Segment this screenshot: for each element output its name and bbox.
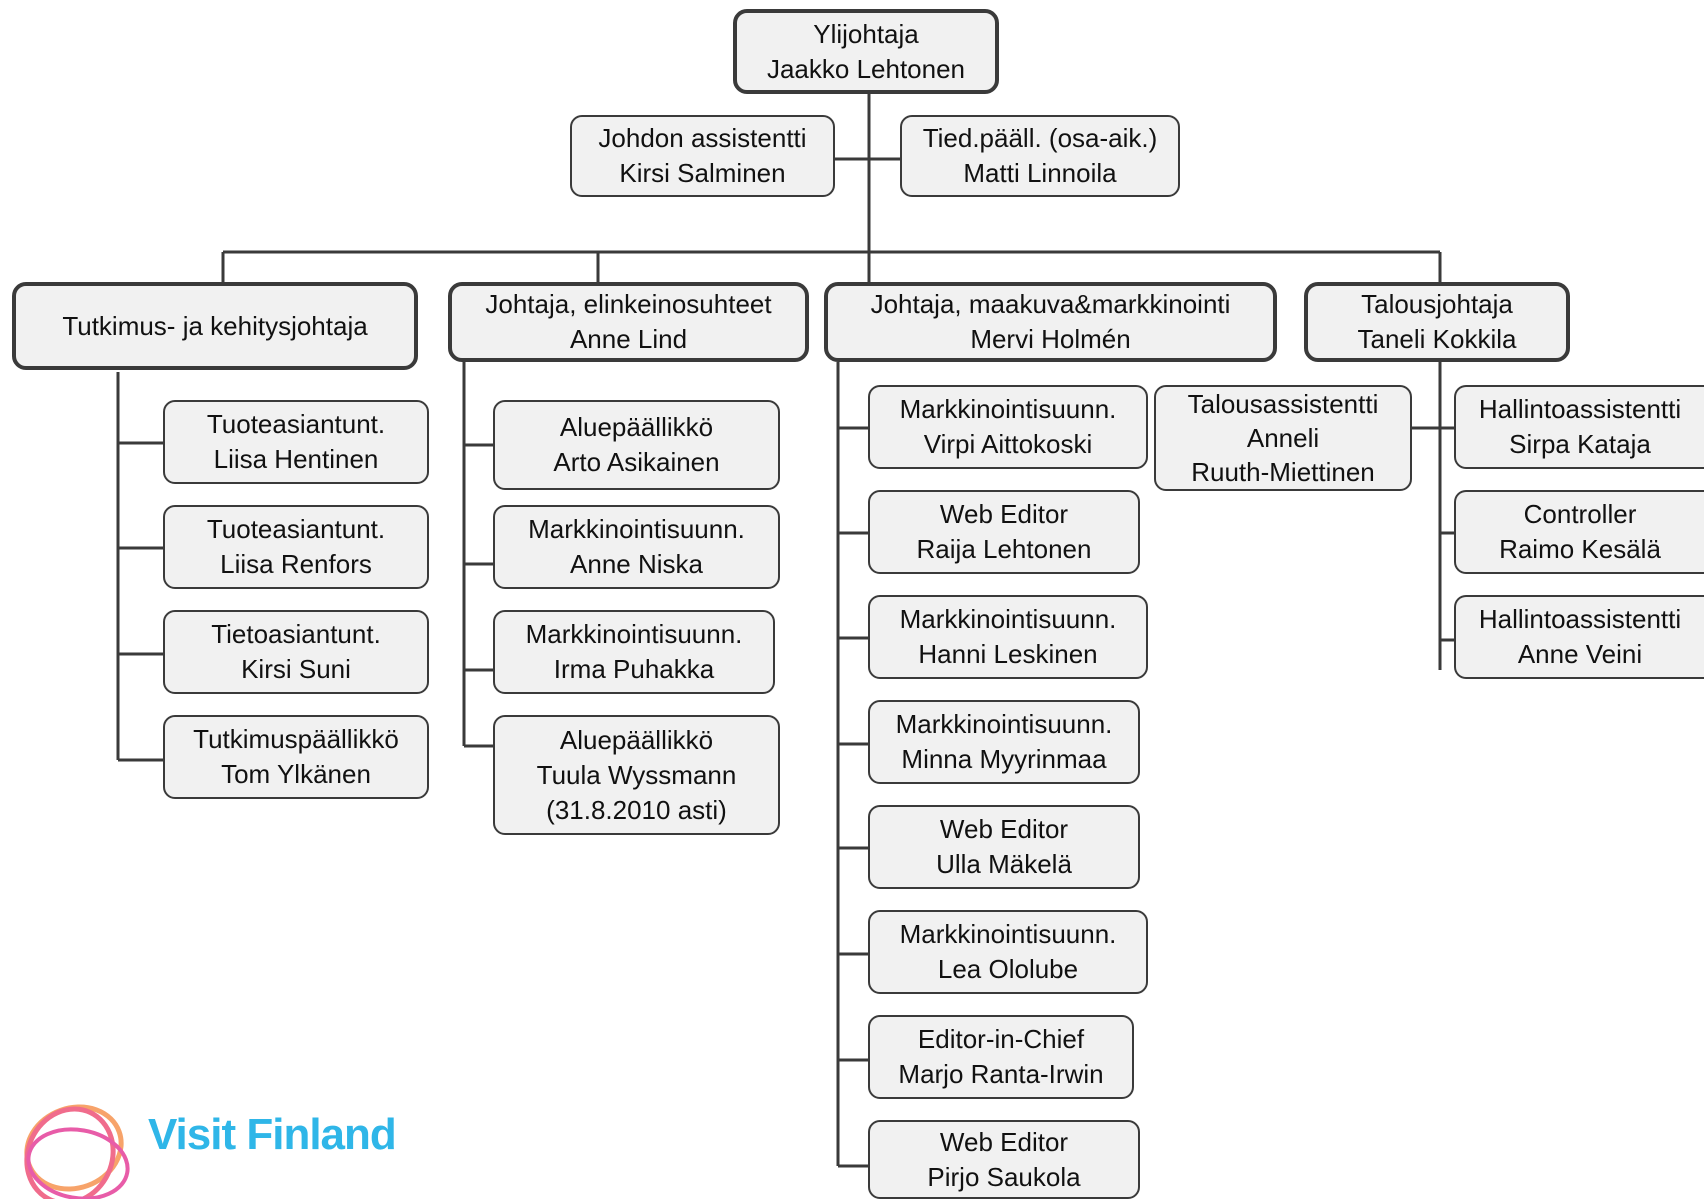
member-box: Markkinointisuunn. Hanni Leskinen (868, 595, 1148, 679)
member-title: Tutkimuspäällikkö (193, 724, 399, 754)
member-box: Tuoteasiantunt. Liisa Renfors (163, 505, 429, 589)
member-title: Web Editor (939, 499, 1069, 529)
department-title: Johtaja, maakuva&markkinointi (870, 289, 1231, 319)
visit-finland-logo: Visit Finland (12, 1078, 397, 1204)
member-name: Minna Myyrinmaa (901, 744, 1107, 774)
department-title: Talousjohtaja (1361, 289, 1513, 319)
director-box: Ylijohtaja Jaakko Lehtonen (733, 9, 999, 94)
member-name: Liisa Hentinen (213, 444, 379, 474)
logo-text: Visit Finland (148, 1110, 397, 1159)
member-box: Web Editor Pirjo Saukola (868, 1120, 1140, 1199)
staff-title: Johdon assistentti (598, 123, 807, 153)
member-name: Hanni Leskinen (918, 639, 1098, 669)
member-title: Tuoteasiantunt. (206, 514, 386, 544)
member-title: Markkinointisuunn. (899, 604, 1117, 634)
department-title: Johtaja, elinkeinosuhteet (485, 289, 772, 319)
member-box: Tietoasiantunt. Kirsi Suni (163, 610, 429, 694)
member-box: Aluepäällikkö Tuula Wyssmann (31.8.2010 … (493, 715, 780, 835)
member-title: Markkinointisuunn. (525, 619, 743, 649)
director-title: Ylijohtaja (813, 18, 919, 49)
member-box: Tutkimuspäällikkö Tom Ylkänen (163, 715, 429, 799)
member-name: Lea Ololube (937, 954, 1079, 984)
member-box: Editor-in-Chief Marjo Ranta-Irwin (868, 1015, 1134, 1099)
member-name: Arto Asikainen (553, 447, 720, 477)
member-name: Kirsi Suni (241, 654, 351, 684)
department-name: Mervi Holmén (970, 324, 1131, 354)
assistant-name-line2: Ruuth-Miettinen (1191, 457, 1375, 487)
member-title: Tuoteasiantunt. (206, 409, 386, 439)
member-title: Web Editor (939, 814, 1069, 844)
assistant-name: Anneli (1246, 423, 1320, 453)
member-name: Pirjo Saukola (927, 1161, 1081, 1192)
assistant-title: Talousassistentti (1187, 389, 1379, 419)
department-name: Anne Lind (569, 324, 688, 354)
member-title: Editor-in-Chief (917, 1024, 1085, 1054)
staff-title: Tied.pääll. (osa-aik.) (922, 123, 1158, 153)
member-note: (31.8.2010 asti) (546, 794, 727, 825)
member-name: Liisa Renfors (220, 549, 372, 579)
logo-swirl-icon (24, 1104, 130, 1204)
member-name: Sirpa Kataja (1509, 429, 1651, 459)
member-title: Markkinointisuunn. (899, 394, 1117, 424)
department-title: Tutkimus- ja kehitysjohtaja (62, 310, 368, 341)
member-box: Hallintoassistentti Sirpa Kataja (1454, 385, 1704, 469)
staff-box-information: Tied.pääll. (osa-aik.) Matti Linnoila (900, 115, 1180, 197)
member-box: Aluepäällikkö Arto Asikainen (493, 400, 780, 490)
member-box: Controller Raimo Kesälä (1454, 490, 1704, 574)
director-name: Jaakko Lehtonen (766, 53, 966, 84)
member-title: Markkinointisuunn. (899, 919, 1117, 949)
member-title: Markkinointisuunn. (528, 514, 745, 544)
member-name: Raimo Kesälä (1499, 534, 1661, 564)
member-name: Tom Ylkänen (221, 759, 371, 789)
member-name: Tuula Wyssmann (536, 759, 737, 790)
member-name: Anne Veini (1517, 639, 1643, 669)
member-box: Web Editor Ulla Mäkelä (868, 805, 1140, 889)
member-title: Hallintoassistentti (1478, 394, 1682, 424)
member-name: Marjo Ranta-Irwin (898, 1059, 1104, 1089)
member-name: Raija Lehtonen (916, 534, 1092, 564)
member-box: Markkinointisuunn. Anne Niska (493, 505, 780, 589)
department-name: Taneli Kokkila (1357, 324, 1517, 354)
member-name: Anne Niska (570, 549, 703, 579)
department-head-business: Johtaja, elinkeinosuhteet Anne Lind (448, 282, 809, 362)
member-box: Markkinointisuunn. Lea Ololube (868, 910, 1148, 994)
member-title: Web Editor (939, 1126, 1069, 1157)
member-title: Tietoasiantunt. (211, 619, 381, 649)
member-box: Web Editor Raija Lehtonen (868, 490, 1140, 574)
department-head-marketing: Johtaja, maakuva&markkinointi Mervi Holm… (824, 282, 1277, 362)
member-name: Virpi Aittokoski (923, 429, 1093, 459)
department-head-research: Tutkimus- ja kehitysjohtaja (12, 282, 418, 370)
member-box: Markkinointisuunn. Virpi Aittokoski (868, 385, 1148, 469)
member-box: Hallintoassistentti Anne Veini (1454, 595, 1704, 679)
member-title: Hallintoassistentti (1478, 604, 1682, 634)
staff-name: Matti Linnoila (963, 158, 1117, 188)
finance-assistant-box: Talousassistentti Anneli Ruuth-Miettinen (1154, 385, 1412, 491)
member-box: Markkinointisuunn. Minna Myyrinmaa (868, 700, 1140, 784)
member-title: Markkinointisuunn. (895, 709, 1113, 739)
department-head-finance: Talousjohtaja Taneli Kokkila (1304, 282, 1570, 362)
member-box: Tuoteasiantunt. Liisa Hentinen (163, 400, 429, 484)
member-title: Aluepäällikkö (559, 724, 714, 755)
member-title: Aluepäällikkö (559, 412, 714, 442)
member-box: Markkinointisuunn. Irma Puhakka (493, 610, 775, 694)
member-name: Irma Puhakka (553, 654, 715, 684)
staff-box-assistant: Johdon assistentti Kirsi Salminen (570, 115, 835, 197)
staff-name: Kirsi Salminen (619, 158, 786, 188)
member-name: Ulla Mäkelä (936, 849, 1072, 879)
member-title: Controller (1523, 499, 1637, 529)
